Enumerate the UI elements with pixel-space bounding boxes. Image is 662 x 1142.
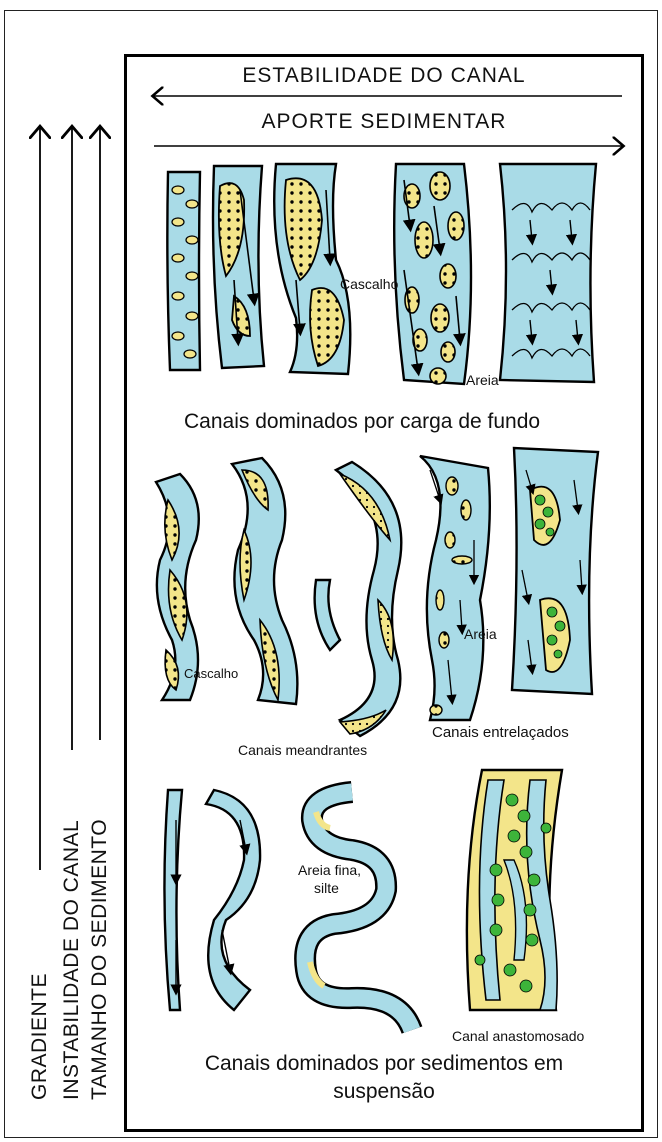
row1-caption: Canais dominados por carga de fundo — [184, 410, 540, 434]
meandering-caption: Canais meandrantes — [238, 742, 367, 758]
row3-channel-1 — [164, 790, 182, 1010]
row1-channel-3 — [274, 164, 350, 374]
braided-caption: Canais entrelaçados — [432, 724, 569, 741]
row3-channel-2 — [206, 790, 260, 1010]
row1-channel-2 — [213, 166, 264, 368]
row2-channel-3 — [315, 462, 402, 736]
silt-label: silte — [314, 880, 339, 896]
row2-sand-label: Areia — [464, 626, 497, 642]
row3-channel-3 — [305, 792, 412, 1030]
row1-gravel-label: Cascalho — [340, 276, 398, 292]
row1-channel-4 — [394, 164, 471, 384]
anastomosed-caption: Canal anastomosado — [452, 1028, 584, 1044]
row2-channel-5 — [512, 448, 598, 694]
row3-caption-line2: suspensão — [124, 1080, 644, 1104]
row2-gravel-label: Cascalho — [184, 666, 238, 681]
row1-channel-1 — [167, 172, 200, 370]
row3-channel-4 — [467, 770, 562, 1010]
row1-channel-5 — [500, 164, 596, 382]
row3-caption-line1: Canais dominados por sedimentos em — [124, 1052, 644, 1076]
row1-sand-label: Areia — [466, 372, 499, 388]
row2-channel-2 — [232, 458, 297, 704]
row2-channel-4 — [420, 456, 490, 720]
fine-sand-label: Areia fina, — [298, 862, 361, 878]
